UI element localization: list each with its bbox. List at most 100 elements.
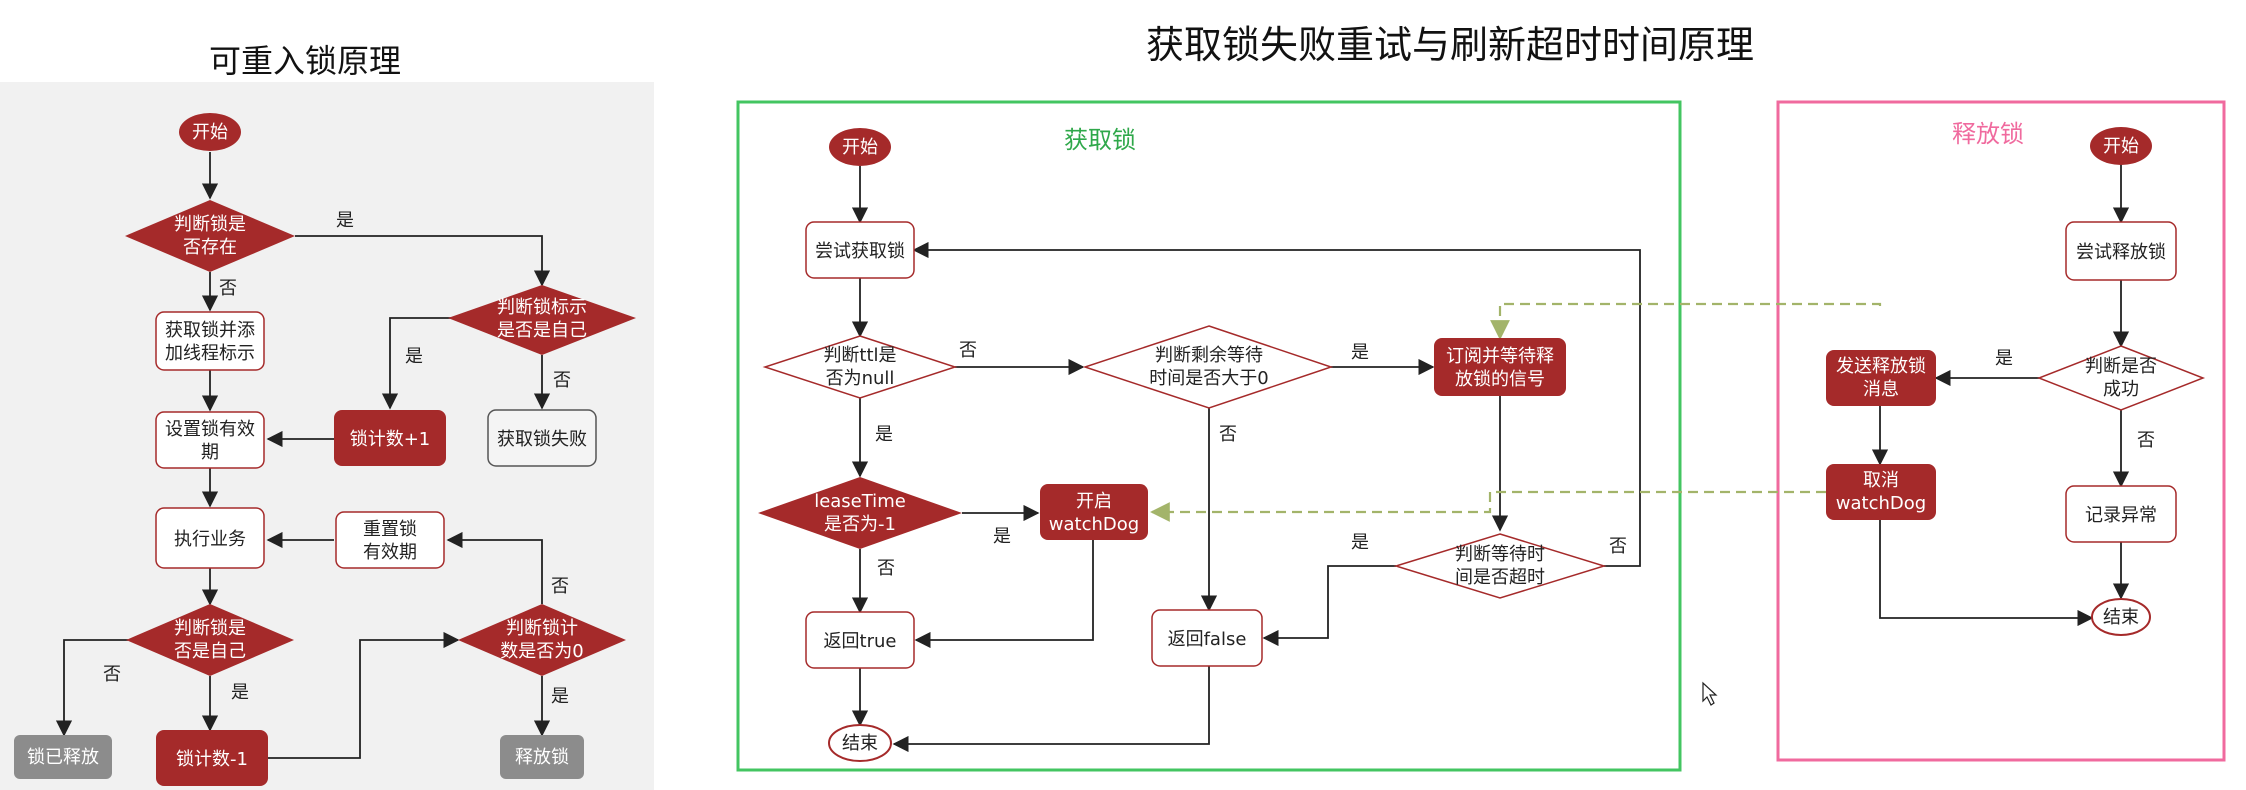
release-decision-success (2036, 345, 2206, 411)
left-release-node (500, 735, 584, 779)
acquire-try-node (805, 221, 915, 279)
left-get-lock-node (155, 311, 265, 371)
left-decision-count-zero-line2: 数是否为0 (500, 641, 583, 662)
left-decision-release-mine-line1: 判断锁是 (174, 618, 246, 639)
left-d2-no-label: 否 (553, 370, 571, 391)
left-get-lock-line2: 加线程标示 (165, 343, 255, 364)
release-ok-no-label: 否 (2137, 430, 2155, 451)
left-reset-expire-line2: 有效期 (363, 542, 417, 563)
left-d1-no-label: 否 (219, 278, 237, 299)
left-decision-lock-mine-line1: 判断锁标示 (497, 297, 587, 318)
acquire-connectors (851, 166, 1641, 753)
acquire-lease-no-label: 否 (877, 558, 895, 579)
release-try-text: 尝试释放锁 (2076, 242, 2166, 263)
acquire-timeout-no-label: 否 (1609, 536, 1627, 557)
acquire-decision-ttl-line1: 判断ttl是 (823, 345, 896, 366)
left-decrement-text: 锁计数-1 (176, 749, 248, 770)
left-execute-node (155, 507, 265, 569)
left-decision-lock-mine (448, 285, 636, 355)
left-release-text: 释放锁 (515, 747, 569, 768)
acquire-decision-ttl-line2: 否为null (826, 368, 895, 389)
release-connectors (1871, 164, 2130, 627)
left-d4-no-label: 否 (551, 576, 569, 597)
left-d3-no-label: 否 (103, 664, 121, 685)
acquire-decision-remaining-line2: 时间是否大于0 (1149, 368, 1268, 389)
left-increment-text: 锁计数+1 (350, 429, 431, 450)
acquire-decision-ttl (762, 335, 958, 399)
acquire-decision-timeout-line2: 间是否超时 (1455, 567, 1545, 588)
left-decision-count-zero (458, 604, 626, 676)
mouse-cursor-icon (1702, 681, 1718, 706)
release-cancel-line2: watchDog (1836, 493, 1926, 514)
release-decision-success-line1: 判断是否 (2085, 356, 2157, 377)
acquire-decision-leasetime-line1: leaseTime (814, 491, 906, 512)
left-decision-release-mine-line2: 否是自己 (174, 641, 246, 662)
left-set-expire-line2: 期 (201, 442, 219, 463)
release-start-text: 开始 (2103, 136, 2139, 157)
left-increment-node (334, 410, 446, 466)
release-end-text: 结束 (2103, 607, 2139, 628)
acquire-return-false-text: 返回false (1168, 629, 1247, 650)
release-send-line1: 发送释放锁 (1836, 356, 1926, 377)
acquire-timeout-yes-label: 是 (1351, 532, 1369, 553)
acquire-end-text: 结束 (842, 733, 878, 754)
left-connectors (55, 152, 551, 759)
acquire-return-true-node (805, 611, 915, 669)
left-decision-lock-exists (125, 200, 295, 272)
left-decision-count-zero-line1: 判断锁计 (506, 618, 578, 639)
left-set-expire-line1: 设置锁有效 (165, 419, 255, 440)
left-released-node (14, 735, 112, 779)
left-d3-yes-label: 是 (231, 682, 249, 703)
left-fail-text: 获取锁失败 (497, 429, 587, 450)
signal-dashed-lines (1150, 302, 1882, 522)
acquire-decision-remaining (1082, 325, 1334, 409)
release-log-error-node (2065, 485, 2177, 543)
release-send-line2: 消息 (1863, 379, 1899, 400)
acquire-subscribe-node (1434, 338, 1566, 396)
release-send-node (1826, 350, 1936, 406)
acquire-subscribe-line2: 放锁的信号 (1455, 369, 1545, 390)
acquire-return-true-text: 返回true (824, 631, 897, 652)
left-decision-lock-exists-line2: 否存在 (183, 237, 237, 258)
acquire-end-node (828, 724, 892, 762)
release-log-error-text: 记录异常 (2085, 505, 2157, 526)
acquire-decision-timeout-line1: 判断等待时 (1455, 544, 1545, 565)
acquire-lock-frame (736, 100, 1682, 772)
release-try-node (2065, 221, 2177, 281)
release-cancel-watchdog-node (1826, 464, 1936, 520)
acquire-rem-no-label: 否 (1219, 424, 1237, 445)
left-d1-yes-label: 是 (336, 210, 354, 231)
acquire-subscribe-line1: 订阅并等待释 (1446, 346, 1554, 367)
acquire-ttl-yes-label: 是 (875, 424, 893, 445)
release-end-node (2091, 598, 2151, 636)
release-decision-success-line2: 成功 (2103, 379, 2139, 400)
left-set-expire-node (155, 411, 265, 469)
acquire-watchdog-line2: watchDog (1049, 514, 1139, 535)
acquire-lock-title: 获取锁 (1064, 126, 1136, 154)
left-decision-release-mine (126, 604, 294, 676)
acquire-lease-yes-label: 是 (993, 526, 1011, 547)
acquire-decision-remaining-line1: 判断剩余等待 (1155, 345, 1263, 366)
acquire-return-false-node (1151, 609, 1263, 667)
acquire-try-text: 尝试获取锁 (815, 241, 905, 262)
release-lock-frame (1776, 100, 2226, 762)
left-reset-expire-line1: 重置锁 (363, 519, 417, 540)
left-get-lock-line1: 获取锁并添 (165, 320, 255, 341)
acquire-start-text: 开始 (842, 137, 878, 158)
left-fail-node (487, 409, 597, 467)
acquire-decision-leasetime (758, 477, 962, 549)
release-cancel-line1: 取消 (1863, 470, 1899, 491)
release-lock-title: 释放锁 (1952, 120, 2024, 148)
left-decrement-node (156, 730, 268, 786)
left-released-text: 锁已释放 (27, 747, 99, 768)
left-decision-lock-exists-line1: 判断锁是 (174, 214, 246, 235)
release-ok-yes-label: 是 (1995, 348, 2013, 369)
left-reset-expire-node (335, 511, 445, 569)
acquire-ttl-no-label: 否 (959, 340, 977, 361)
acquire-start-node (829, 128, 891, 166)
acquire-decision-timeout (1393, 533, 1607, 599)
left-start-text: 开始 (192, 122, 228, 143)
release-start-node (2090, 127, 2152, 165)
left-title: 可重入锁原理 (208, 42, 401, 80)
